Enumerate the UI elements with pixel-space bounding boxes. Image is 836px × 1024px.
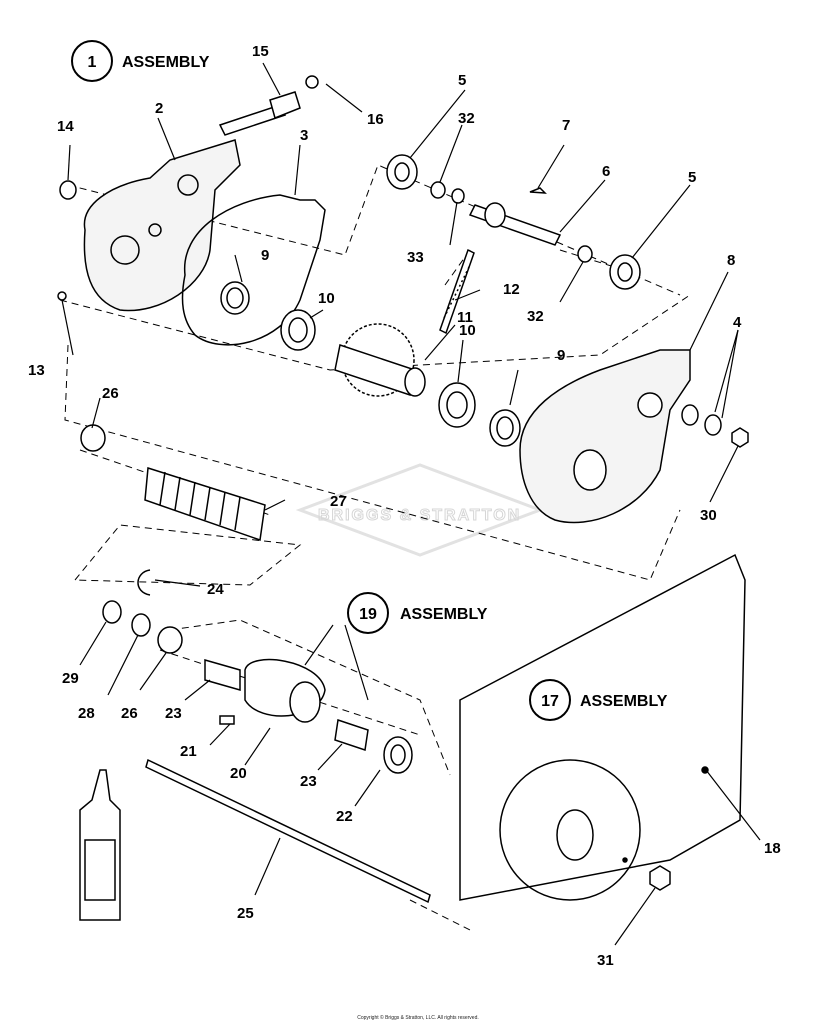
oil-bottle (79, 769, 121, 921)
key-7 (529, 187, 547, 194)
assembly-17-label: ASSEMBLY (580, 693, 668, 710)
callout-15: 15 (252, 43, 269, 60)
callout-10-upper: 10 (318, 290, 335, 307)
callout-9-upper: 9 (261, 247, 269, 264)
callout-3: 3 (300, 127, 308, 144)
callout-6: 6 (602, 163, 610, 180)
bushing-15 (269, 91, 301, 120)
callout-numbers: 2 3 4 5 5 6 7 8 9 9 10 10 11 12 13 14 15… (28, 43, 781, 969)
sprocket-hub (334, 323, 426, 397)
assembly-1-number: 1 (88, 54, 97, 71)
callout-12: 12 (503, 281, 520, 298)
callout-11: 11 (457, 309, 473, 326)
seal-upper (280, 309, 316, 351)
washer-28 (131, 613, 151, 637)
callout-5-upper: 5 (458, 72, 466, 89)
callout-23-left: 23 (165, 705, 182, 722)
callout-18: 18 (764, 840, 781, 857)
callout-29: 29 (62, 670, 79, 687)
callout-20: 20 (230, 765, 247, 782)
assembly-1: 1 ASSEMBLY (71, 40, 210, 82)
housing-20 (244, 658, 326, 723)
seal-lower (438, 382, 476, 428)
watermark: BRIGGS & STRATTON (295, 463, 545, 557)
copyright: Copyright © Briggs & Stratton, LLC. All … (357, 1014, 479, 1021)
washer-33 (451, 188, 465, 204)
needle-bearing-lower (489, 409, 521, 447)
bushing-23-left (204, 659, 241, 691)
callout-8: 8 (727, 252, 735, 269)
bearing-5-right (609, 254, 641, 290)
callout-7: 7 (562, 117, 570, 134)
assembly-19-label: ASSEMBLY (400, 606, 488, 623)
washer-32-right (577, 245, 593, 263)
callout-24: 24 (207, 581, 224, 598)
callout-5-right: 5 (688, 169, 696, 186)
callout-31: 31 (597, 952, 614, 969)
fitting-21 (219, 715, 235, 725)
retaining-ring-24 (137, 569, 151, 596)
callout-26-lower: 26 (121, 705, 138, 722)
callout-28: 28 (78, 705, 95, 722)
upper-shaft (468, 202, 562, 246)
callout-33: 33 (407, 249, 424, 266)
plug-14 (59, 180, 77, 200)
leader-lines (61, 62, 761, 946)
rod-25 (145, 758, 431, 904)
callout-32-upper: 32 (458, 110, 475, 127)
callout-22: 22 (336, 808, 353, 825)
callout-9-lower: 9 (557, 347, 565, 364)
housing-plate-right (519, 349, 691, 524)
housing-plate-left (83, 104, 287, 312)
washer-29 (102, 600, 122, 624)
callout-10-lower: 10 (459, 322, 476, 339)
callout-32-lower: 32 (527, 308, 544, 325)
callout-25: 25 (237, 905, 254, 922)
seal-22 (383, 736, 413, 774)
callout-23-right: 23 (300, 773, 317, 790)
callout-30: 30 (700, 507, 717, 524)
callout-21: 21 (180, 743, 197, 760)
screw-13 (57, 291, 67, 301)
callout-27: 27 (330, 493, 347, 510)
clamp-26-lower (157, 626, 183, 654)
bearing-5-left (386, 154, 418, 190)
assembly-19: 19 ASSEMBLY (347, 592, 488, 634)
housing-17 (459, 553, 746, 901)
drive-chain (439, 248, 475, 335)
clamp-26-upper (80, 424, 106, 452)
callout-16: 16 (367, 111, 384, 128)
ring-16 (305, 75, 319, 89)
assembly-17: 17 ASSEMBLY (529, 679, 668, 721)
needle-bearing-upper (220, 281, 250, 315)
washer-32-left (430, 181, 446, 199)
assembly-17-number: 17 (541, 693, 559, 710)
boot-27 (144, 467, 266, 542)
watermark-text: BRIGGS & STRATTON (318, 507, 521, 524)
callout-4: 4 (733, 314, 742, 331)
washers-4 (681, 404, 722, 436)
assembly-19-number: 19 (359, 606, 377, 623)
assembly-1-label: ASSEMBLY (122, 54, 210, 71)
callout-2: 2 (155, 100, 163, 117)
bushing-23-right (334, 719, 369, 751)
callout-14: 14 (57, 118, 74, 135)
nut-30 (731, 427, 749, 448)
nut-31 (649, 865, 671, 891)
callout-13: 13 (28, 362, 45, 379)
callout-26-upper: 26 (102, 385, 119, 402)
